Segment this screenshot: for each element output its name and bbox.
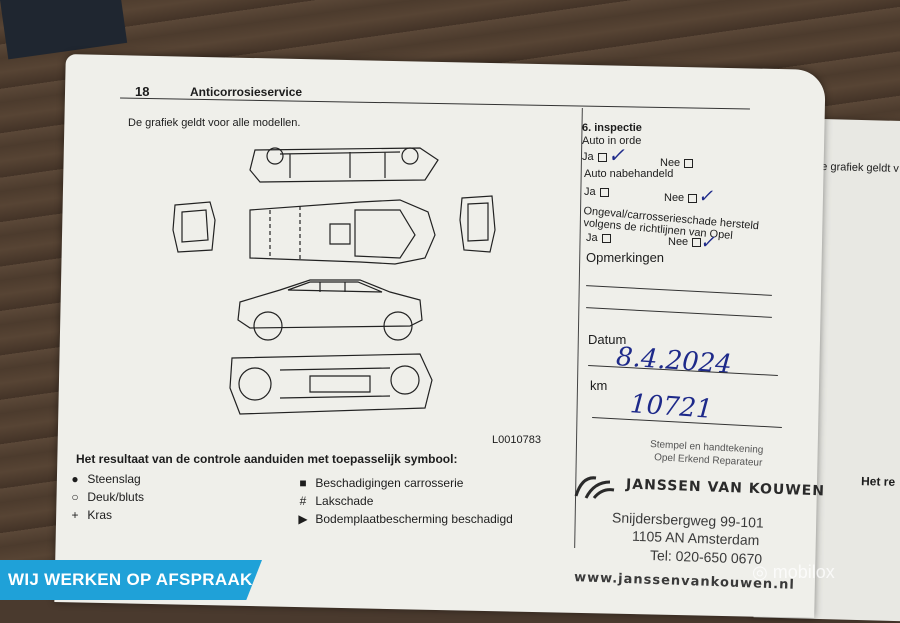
legend-left: ● Steenslag ○ Deuk/bluts + Kras [66, 470, 144, 524]
ink-checkmark: ✓ [608, 143, 625, 167]
q2-ja: Ja [584, 186, 609, 198]
legend-item: ▶ Bodemplaatbescherming beschadigd [294, 510, 513, 528]
ja-checkbox[interactable] [599, 187, 609, 197]
watermark-text: mobilox [772, 562, 835, 582]
ja-label: Ja [586, 232, 598, 244]
ink-checkmark: ✓ [698, 186, 714, 207]
legend-label: Bodemplaatbescherming beschadigd [315, 512, 513, 526]
scratch-symbol: + [71, 508, 79, 522]
q1-nee: Nee [660, 157, 694, 169]
nee-checkbox[interactable] [688, 193, 698, 203]
nee-label: Nee [660, 157, 681, 169]
q2-nee: Nee [664, 192, 698, 204]
nee-checkbox[interactable] [692, 237, 702, 247]
appointment-banner: WIJ WERKEN OP AFSPRAAK [0, 560, 262, 600]
remarks-label: Opmerkingen [586, 250, 665, 265]
legend-heading: Het resultaat van de controle aanduiden … [76, 452, 458, 466]
legend-label: Beschadigingen carrosserie [315, 476, 464, 490]
q3-nee: Nee [668, 236, 702, 248]
q-auto-in-orde: Auto in orde [582, 135, 642, 147]
underbody-damage-symbol: ▶ [298, 512, 308, 526]
ja-label: Ja [582, 151, 594, 163]
legend-label: Steenslag [87, 472, 141, 486]
ink-checkmark: ✓ [700, 232, 716, 253]
page-intro: De grafiek geldt voor alle modellen. [128, 117, 301, 129]
date-label: Datum [588, 332, 627, 347]
next-page-intro: De grafiek geldt v [813, 160, 900, 175]
legend-item: # Lakschade [294, 492, 513, 510]
q-nabehandeld: Auto nabehandeld [584, 168, 674, 180]
ja-checkbox[interactable] [597, 152, 607, 162]
page-number: 18 [135, 84, 150, 99]
legend-label: Kras [87, 508, 113, 522]
nee-label: Nee [668, 236, 689, 248]
q3-ja: Ja [586, 232, 611, 244]
ja-checkbox[interactable] [601, 233, 611, 243]
legend-item: ● Steenslag [66, 470, 144, 488]
figure-code: L0010783 [492, 434, 541, 446]
mobilox-watermark: ◎ mobilox [752, 562, 835, 582]
stone-chip-symbol: ● [71, 472, 79, 486]
paint-damage-symbol: # [299, 494, 307, 508]
car-diagram [172, 147, 496, 415]
nee-label: Nee [664, 192, 685, 204]
legend-item: ○ Deuk/bluts [66, 488, 144, 506]
page-title: Anticorrosieservice [190, 85, 303, 99]
q1-ja: Ja [582, 151, 607, 163]
body-damage-symbol: ■ [299, 476, 307, 490]
legend-item: + Kras [66, 506, 144, 524]
legend-item: ■ Beschadigingen carrosserie [294, 474, 513, 492]
legend-right: ■ Beschadigingen carrosserie # Lakschade… [294, 474, 513, 528]
legend-label: Lakschade [315, 494, 374, 508]
dent-symbol: ○ [71, 490, 79, 504]
next-page-legend: Het re [860, 474, 896, 489]
dealer-logo-icon [572, 472, 616, 502]
ja-label: Ja [584, 186, 596, 198]
km-label: km [590, 378, 608, 393]
nee-checkbox[interactable] [684, 158, 694, 168]
legend-label: Deuk/bluts [87, 490, 145, 504]
inspection-heading: 6. inspectie [582, 122, 642, 134]
